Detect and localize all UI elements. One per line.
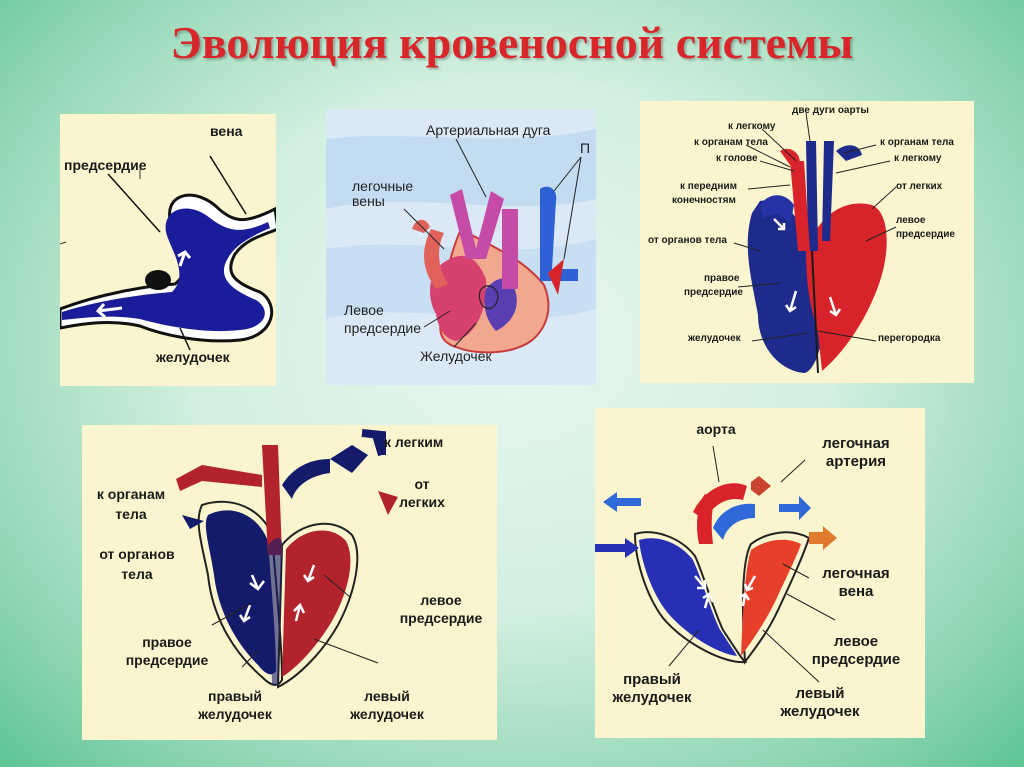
from-lungs-label-2: легких xyxy=(399,494,445,510)
right-ventricle-label-1: правый xyxy=(208,688,262,704)
p-label: П xyxy=(580,140,591,156)
left-atrium-label-1: Левое xyxy=(344,302,384,318)
from-lungs-label-1: от xyxy=(414,476,430,492)
right-ventricle-label-2: желудочек xyxy=(198,706,272,722)
to-lung-right-label: к легкому xyxy=(894,153,942,164)
left-atrium-label-2: предсердие xyxy=(896,229,955,240)
fish-heart-panel: вена предсердие желудочек xyxy=(60,114,276,386)
to-lung-left-label: к легкому xyxy=(728,121,776,132)
to-forelimbs-label-2: конечностям xyxy=(672,195,736,206)
pulmonary-vein-label-2: вена xyxy=(838,583,874,600)
vena-label: вена xyxy=(210,123,243,139)
ventricle-label: желудочек xyxy=(156,349,230,365)
amphibian-heart-diagram xyxy=(326,129,596,354)
to-forelimbs-label-1: к передним xyxy=(680,181,737,192)
sinus-node xyxy=(145,270,171,290)
from-organs-label-1: от органов xyxy=(99,546,175,562)
left-atrium-label-1: левое xyxy=(833,633,879,650)
left-ventricle-label-2: желудочек xyxy=(780,703,860,720)
reptile-heart-diagram xyxy=(733,112,897,374)
right-atrium-label-2: предсердие xyxy=(684,287,743,298)
right-atrium-label-1: правое xyxy=(704,273,740,284)
pulmonary-vein-label-1: легочная xyxy=(822,565,890,582)
left-atrium-label-2: предсердие xyxy=(344,320,422,336)
bird-heart-panel: к легким к органам тела от легких от орг… xyxy=(82,425,497,740)
left-atrium-label-2: предсердие xyxy=(811,651,901,668)
from-organs-label-2: тела xyxy=(121,566,153,582)
left-ventricle-label-1: левый xyxy=(795,685,845,702)
mammal-heart-diagram xyxy=(595,445,837,683)
two-arches-label: две дуги оарты xyxy=(792,105,869,116)
from-organs-label: от органов тела xyxy=(648,235,727,246)
septum-label: перегородка xyxy=(878,333,941,344)
left-ventricle-label-2: желудочек xyxy=(350,706,424,722)
to-organs-right-label: к органам тела xyxy=(880,137,954,148)
ventricle-label: желудочек xyxy=(688,333,741,344)
left-ventricle-label-1: левый xyxy=(364,688,410,704)
right-ventricle-label-1: правый xyxy=(623,671,681,688)
left-atrium-label-1: левое xyxy=(420,592,462,608)
right-atrium-label-1: правое xyxy=(142,634,192,650)
left-atrium-label-1: левое xyxy=(896,215,926,226)
mammal-heart-panel: аорта легочная артерия легочная вена лев… xyxy=(595,408,925,738)
from-lungs-label: от легких xyxy=(896,181,943,192)
left-atrium-label-2: предсердие xyxy=(399,610,483,626)
amphibian-heart-panel: Артериальная дуга П легочные вены Левое … xyxy=(326,109,596,385)
pulmonary-artery-label-2: артерия xyxy=(825,453,887,470)
to-lungs-label: к легким xyxy=(384,434,444,450)
fish-heart-diagram xyxy=(60,155,276,351)
ventricle-label: Желудочек xyxy=(420,348,492,364)
aorta-label: аорта xyxy=(696,421,736,437)
arch-label: Артериальная дуга xyxy=(426,122,551,138)
page-title: Эволюция кровеносной системы xyxy=(170,17,854,68)
to-organs-label-1: к органам xyxy=(96,486,166,502)
bird-heart-diagram xyxy=(176,429,398,689)
to-organs-label-2: тела xyxy=(115,506,147,522)
right-ventricle-label-2: желудочек xyxy=(612,689,692,706)
right-atrium-label-2: предсердие xyxy=(125,652,209,668)
pulmonary-veins-label: легочные вены xyxy=(352,178,414,210)
reptile-heart-panel: две дуги оарты к легкому к органам тела … xyxy=(640,101,974,383)
atrium-label: предсердие xyxy=(64,157,147,173)
to-organs-left-label: к органам тела xyxy=(694,137,768,148)
pulmonary-artery-label-1: легочная xyxy=(822,435,890,452)
to-head-label: к голове xyxy=(716,153,758,164)
